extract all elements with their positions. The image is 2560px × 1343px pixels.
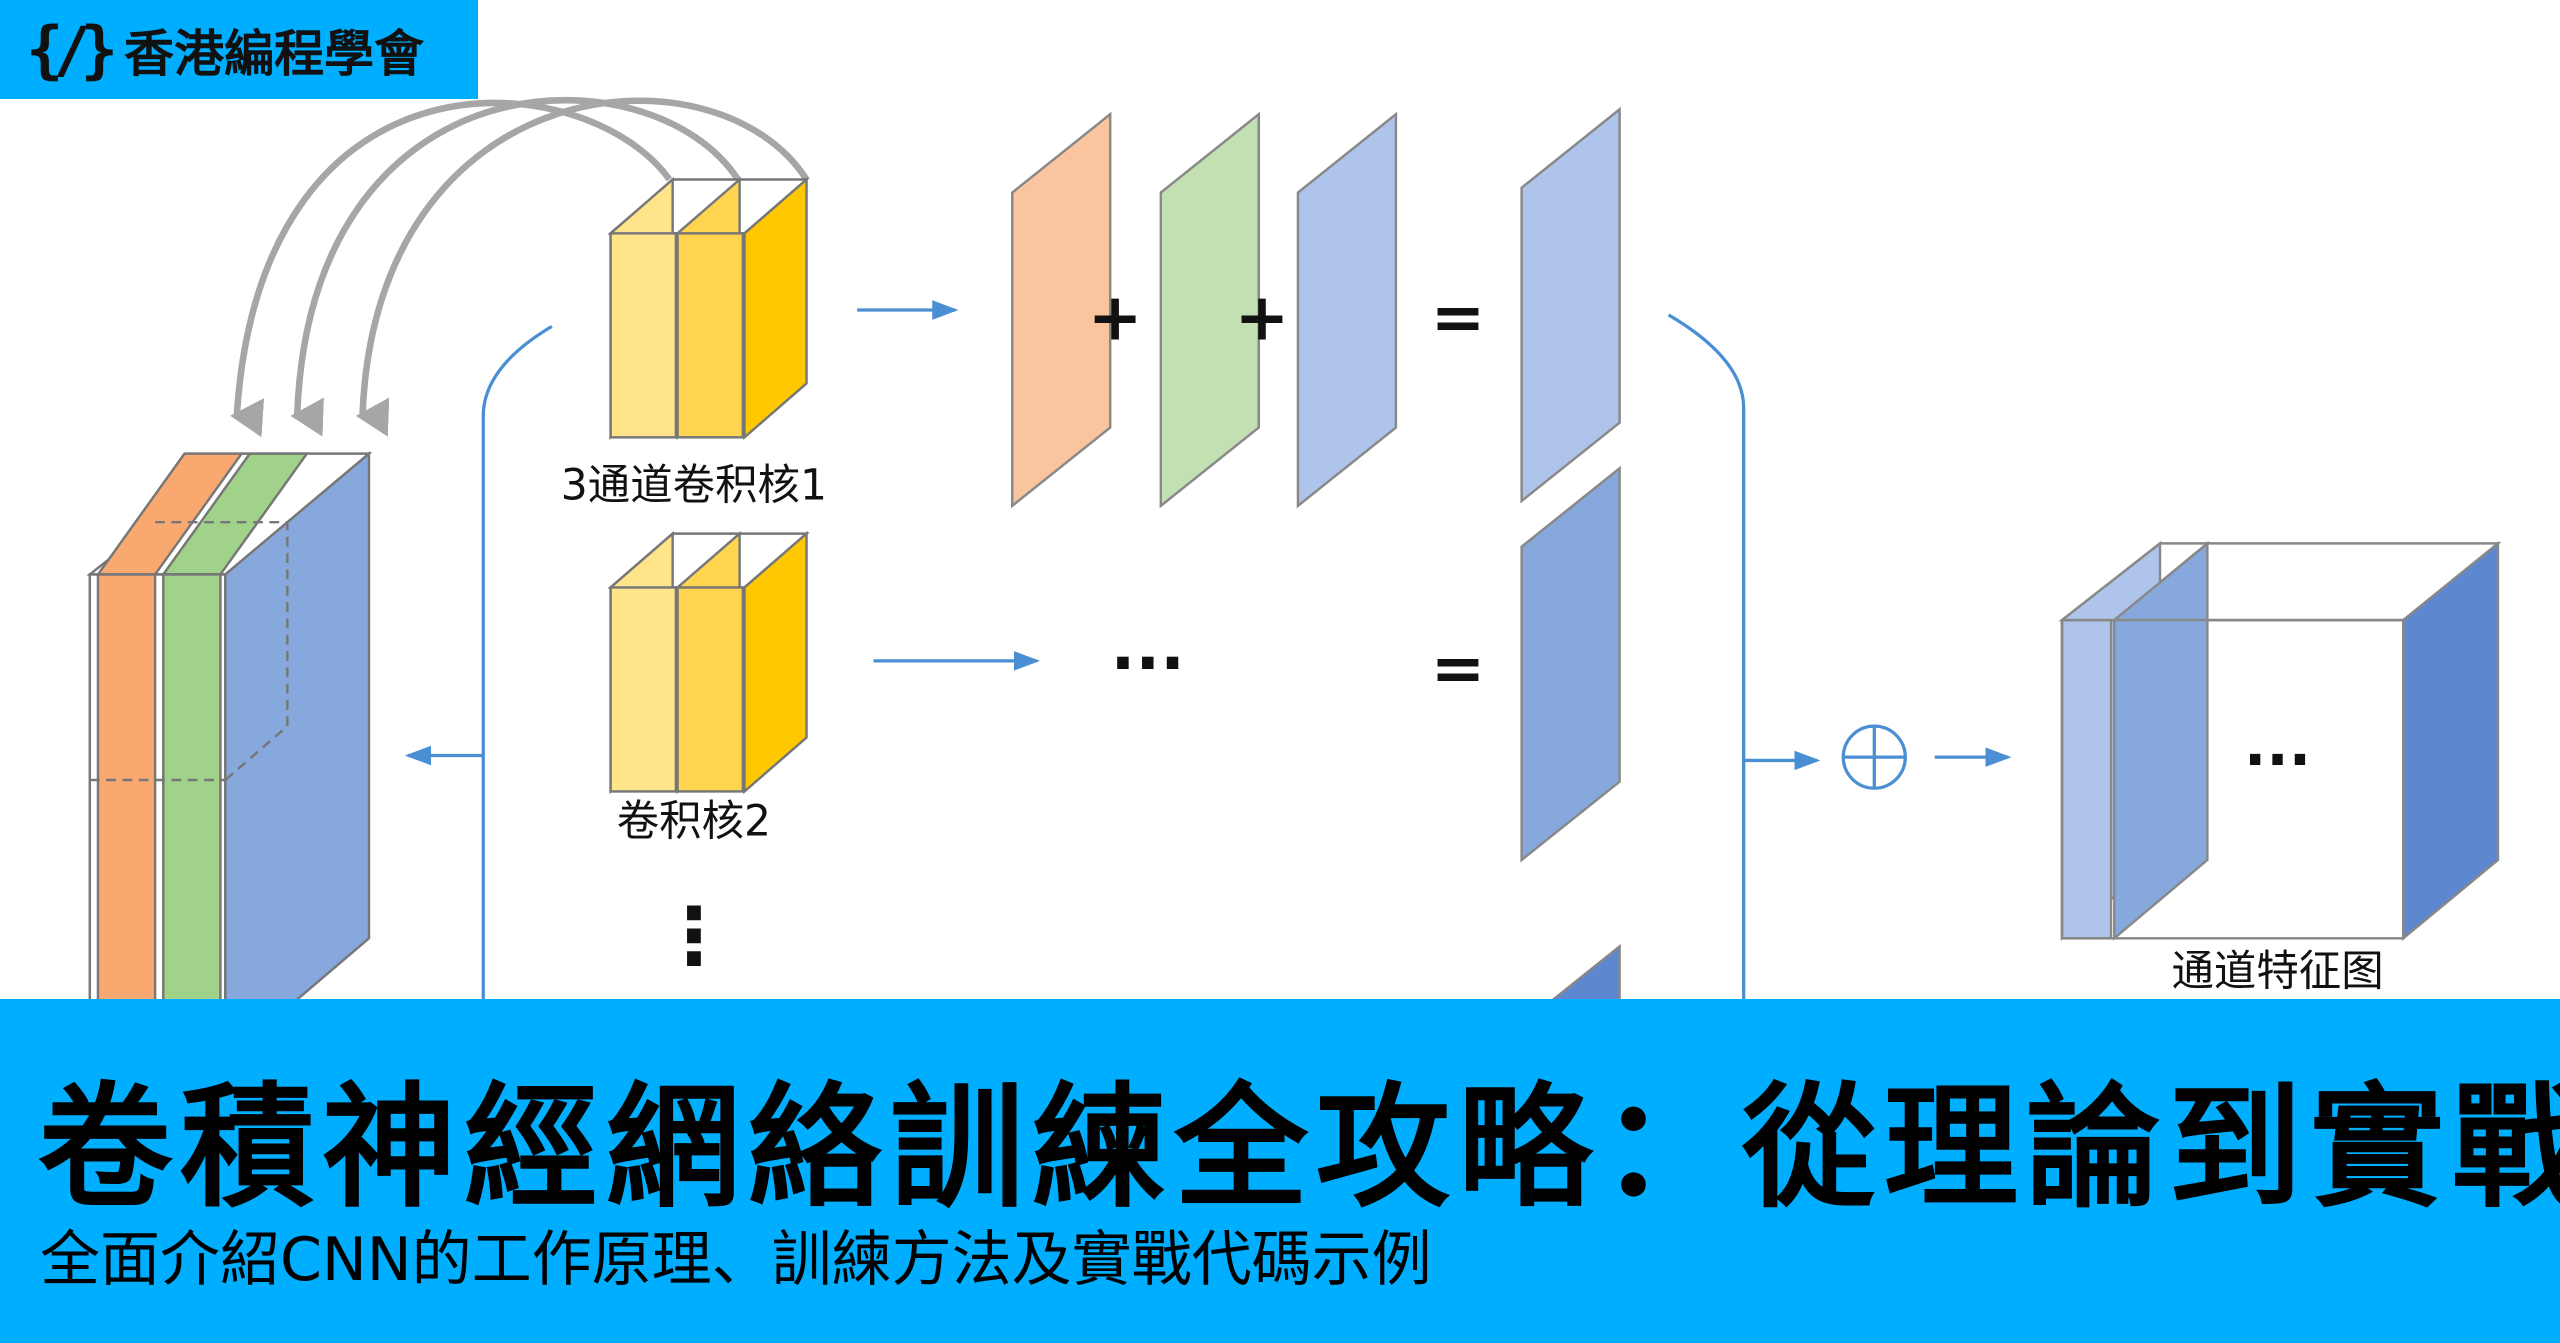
kernel-2-label: 卷积核2 <box>617 798 771 847</box>
page-title: 卷積神經網絡訓練全攻略：從理論到實戰 <box>38 1070 2560 1226</box>
arc-1 <box>230 99 673 438</box>
kernel-2 <box>607 530 810 795</box>
logo-text: 香港編程學會 <box>123 24 424 83</box>
logo[interactable]: {/} 香港編程學會 <box>0 0 478 99</box>
arc-3 <box>355 97 810 437</box>
output-ellipsis: ··· <box>2244 725 2311 794</box>
kernel-1-label: 3通道卷积核1 <box>561 461 827 510</box>
ellipsis-row-2: ··· <box>1111 625 1185 701</box>
right-bracket <box>1667 313 1746 1343</box>
plus-sign-2: + <box>1235 279 1290 355</box>
page-subtitle: 全面介紹CNN的工作原理、訓練方法及實戰代碼示例 <box>40 1225 1432 1295</box>
output-label: 通道特征图 <box>2171 948 2383 997</box>
left-bracket <box>481 324 553 1343</box>
equals-sign-1: = <box>1431 279 1486 355</box>
flow-arrows <box>404 300 2012 1343</box>
plus-sign-1: + <box>1088 279 1143 355</box>
input-cube <box>86 451 373 1064</box>
equals-sign-2: = <box>1431 630 1486 706</box>
arc-2 <box>290 96 741 437</box>
kernel-1 <box>607 176 810 441</box>
vertical-ellipsis: ⋮ <box>655 891 733 982</box>
title-banner: 卷積神經網絡訓練全攻略：從理論到實戰 全面介紹CNN的工作原理、訓練方法及實戰代… <box>0 999 2560 1343</box>
output-feature-map <box>2058 540 2502 941</box>
code-braces-icon: {/} <box>26 13 118 86</box>
channel-arcs <box>230 96 810 438</box>
